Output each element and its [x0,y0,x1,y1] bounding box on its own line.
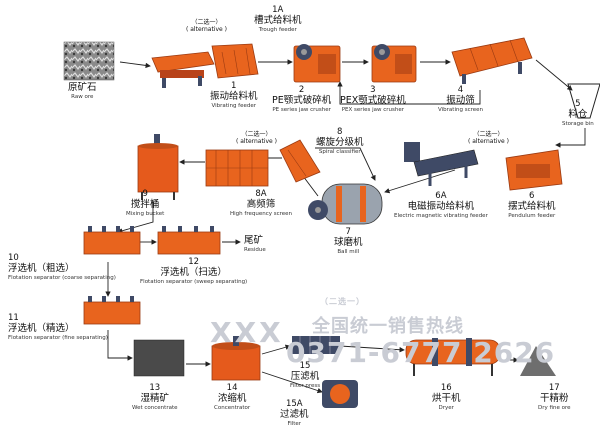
flow-screen-return [337,81,481,105]
flotation-cell-12-icon [157,226,221,255]
flow-bin-to-feeder [555,128,586,148]
pe-jaw-crusher-2-icon [293,44,341,83]
electromagnetic-feeder-6a-icon [404,142,479,186]
flotation-cell-10-icon [83,226,141,255]
storage-bin-5-icon [567,83,600,119]
flow-lines [105,59,586,394]
flow-thickener-to-press [261,344,291,355]
flow-screen-to-bin [535,59,573,91]
high-frequency-screen-8a-icon [205,149,269,187]
flow-bucket-to-cell10 [117,200,154,234]
watermark-phone: 0371-6777 2626 [286,336,556,369]
filter-press-15-icon [292,336,340,354]
ball-mill-7-icon [308,183,383,225]
vibrating-screen-4-icon [451,37,533,84]
flow-feeder-to-mill [384,169,456,194]
label-8a-alternative: （二选一）( alternative ) [236,131,277,145]
filter-15a-icon [322,380,358,408]
pex-jaw-crusher-3-icon [371,44,417,83]
spiral-classifier-8-icon [279,139,321,183]
flow-thickener-to-filter [261,371,323,394]
flotation-cell-11-icon [83,296,141,325]
raw-ore-image [63,41,115,81]
label-6-alternative: （二选一）( alternative ) [468,131,509,145]
pendulum-feeder-6-icon [505,149,563,191]
trough-feeder-1a-icon [211,43,259,79]
flow-cell11-to-concentrate [107,330,133,361]
concentrator-14-icon [211,336,261,381]
flow-classifier-return [315,147,376,181]
vibrating-feeder-1-icon [151,51,215,88]
watermark-hotline: 全国统一销售热线 [312,316,464,337]
flow-press-to-dryer [339,345,405,353]
dry-fine-ore-pile [520,346,556,376]
flow-raw-to-feeder [119,61,151,69]
dryer-16-icon [405,338,501,376]
wet-concentrate-image [133,339,185,377]
watermark-alt: （二选一） [320,297,365,306]
watermark-brand: XXX [210,316,284,349]
mixing-bucket-9-icon [137,134,179,200]
label-1a-alternative: （二选一）( alternative ) [186,19,227,33]
